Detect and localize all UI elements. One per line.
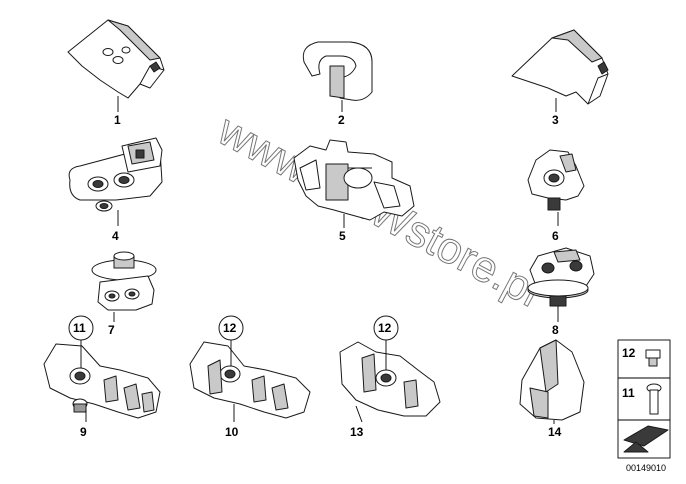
part-13-drawing xyxy=(339,341,441,417)
arrow-icon xyxy=(623,425,669,453)
callout-13: 13 xyxy=(350,425,364,439)
callout-8: 8 xyxy=(552,323,559,337)
part-7-drawing xyxy=(91,251,157,311)
part-8-drawing xyxy=(527,247,595,307)
callout-5: 5 xyxy=(339,229,346,243)
callout-14: 14 xyxy=(548,425,562,439)
callout-10: 10 xyxy=(225,425,239,439)
screw-icon xyxy=(646,383,662,415)
callout-3: 3 xyxy=(552,113,559,127)
callout-4: 4 xyxy=(112,229,119,243)
legend-label-11: 11 xyxy=(622,386,635,400)
diagram-code: 00149010 xyxy=(626,463,666,473)
part-5-drawing xyxy=(293,139,415,221)
nut-icon xyxy=(645,349,661,367)
part-4-drawing xyxy=(68,137,163,212)
part-6-drawing xyxy=(527,149,585,211)
callout-1: 1 xyxy=(114,113,121,127)
callout-9: 9 xyxy=(80,425,87,439)
ref-label-9: 11 xyxy=(73,321,86,335)
ref-label-10: 12 xyxy=(223,321,237,335)
part-2-drawing xyxy=(302,41,373,101)
leader-13 xyxy=(355,405,363,423)
part-10-drawing xyxy=(189,341,311,419)
part-1-drawing xyxy=(67,19,165,99)
part-14-drawing xyxy=(519,339,585,421)
part-9-drawing xyxy=(43,343,161,419)
callout-2: 2 xyxy=(338,113,345,127)
fastener-legend: 12 11 xyxy=(617,339,671,459)
part-3-drawing xyxy=(511,29,609,105)
legend-label-12: 12 xyxy=(622,346,636,360)
callout-7: 7 xyxy=(108,323,115,337)
callout-6: 6 xyxy=(552,229,559,243)
ref-label-13: 12 xyxy=(378,321,392,335)
